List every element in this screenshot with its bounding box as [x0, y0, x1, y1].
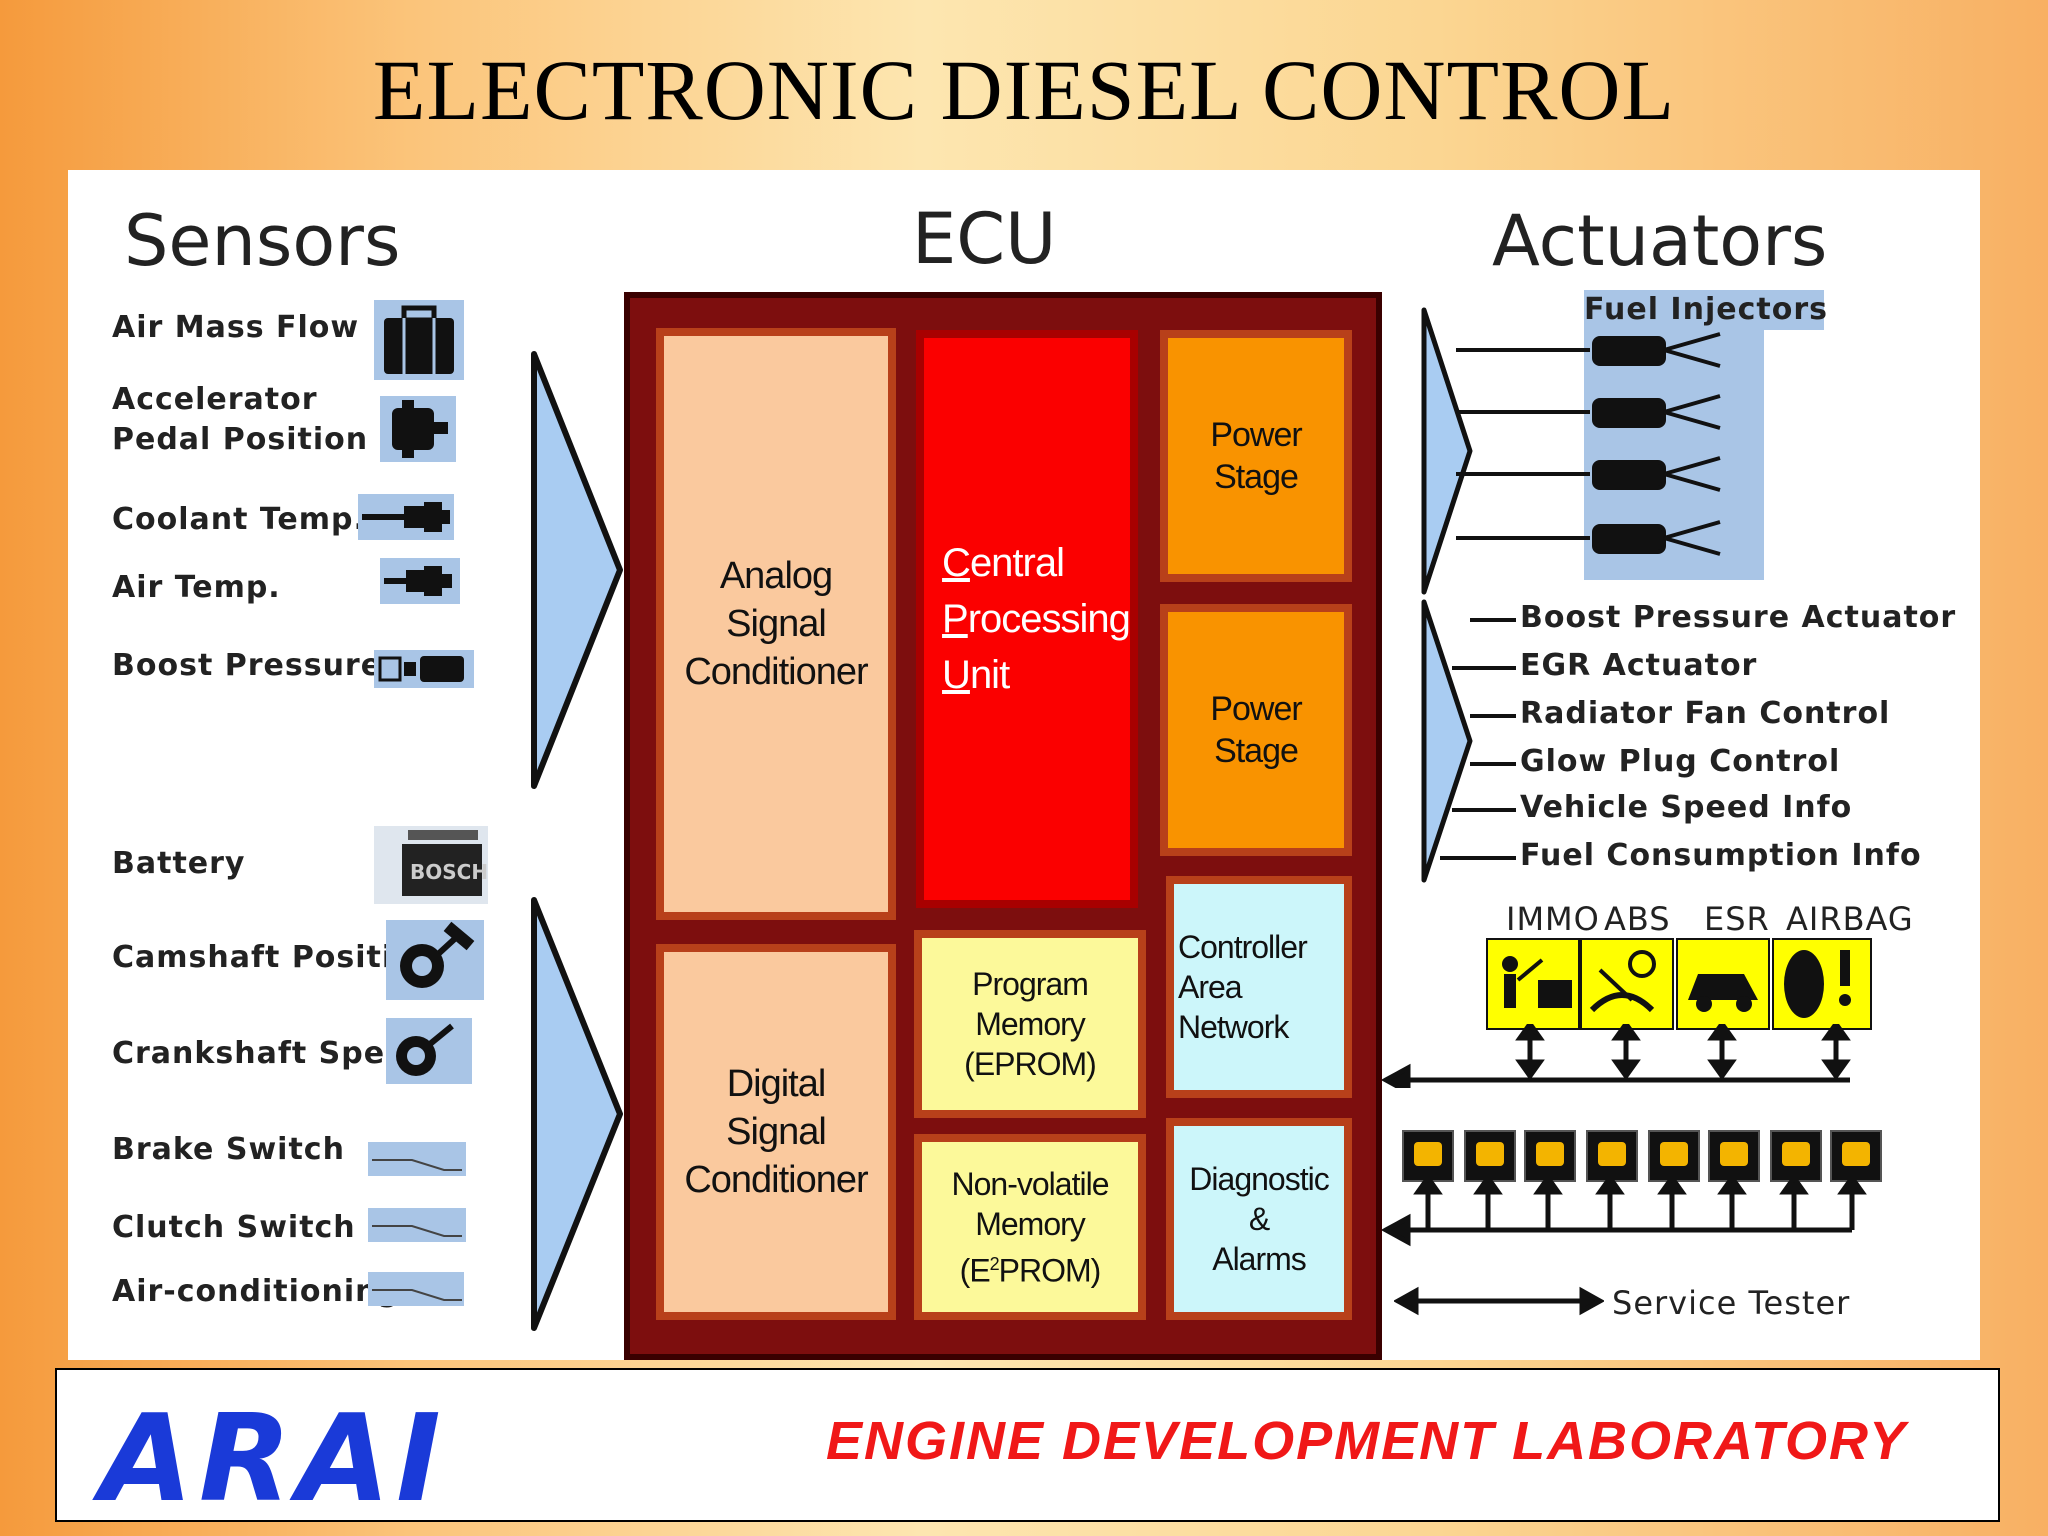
actuator-output-arrow-bottom	[1421, 599, 1473, 883]
service-tester-arrow	[1394, 1286, 1604, 1316]
sensor-boost-pressure: Boost Pressure	[112, 648, 383, 683]
air-conditioning-switch-icon	[368, 1272, 464, 1306]
fuel-warning-icon	[1586, 1130, 1638, 1182]
sensor-brake-switch: Brake Switch	[112, 1132, 345, 1167]
sensor-pedal-position: Pedal Position	[112, 422, 369, 457]
airbag-icon	[1772, 938, 1872, 1030]
sensor-input-arrow-top	[531, 351, 623, 789]
battery-icon: BOSCH	[374, 826, 488, 904]
immo-label: IMMO	[1506, 900, 1600, 938]
arai-logo: ARAI	[100, 1390, 447, 1529]
battery-warning-icon	[1402, 1130, 1454, 1182]
sensor-input-arrow-bottom	[531, 897, 623, 1331]
fuel-injector-icons	[1456, 332, 1721, 556]
crankshaft-gear-icon	[386, 1018, 472, 1084]
fuel-injectors-label: Fuel Injectors	[1584, 292, 1828, 327]
coolant-warning-icon	[1648, 1130, 1700, 1182]
camshaft-gear-icon	[386, 920, 484, 1000]
seatbelt-warning-icon	[1770, 1130, 1822, 1182]
battery-brand-label: BOSCH	[410, 860, 489, 884]
abs-icon	[1580, 938, 1674, 1030]
egr-actuator-label: EGR Actuator	[1520, 648, 1758, 683]
slide-title: ELECTRONIC DIESEL CONTROL	[372, 42, 1676, 138]
sensor-air-conditioning: Air-conditioning	[112, 1274, 400, 1309]
boost-pressure-actuator-label: Boost Pressure Actuator	[1520, 600, 1957, 635]
lab-name: ENGINE DEVELOPMENT LABORATORY	[826, 1411, 1908, 1471]
vehicle-speed-info-label: Vehicle Speed Info	[1520, 790, 1853, 825]
footer-bar	[55, 1368, 2000, 1522]
sensor-accelerator: Accelerator	[112, 382, 318, 417]
sensor-air-temp: Air Temp.	[112, 570, 281, 605]
central-processing-unit: Central Processing Unit	[916, 330, 1138, 908]
radiator-fan-control-label: Radiator Fan Control	[1520, 696, 1891, 731]
air-mass-flow-icon	[374, 300, 464, 380]
abs-label: ABS	[1604, 900, 1671, 938]
airbag-label: AIRBAG	[1786, 900, 1914, 938]
accelerator-pedal-icon	[380, 396, 456, 462]
diagnostic-bus-arrows	[1382, 1178, 1867, 1247]
oil-warning-icon	[1830, 1130, 1882, 1182]
esr-icon	[1676, 938, 1770, 1030]
fuel-injectors-tag	[1584, 290, 1824, 330]
sensor-clutch-switch: Clutch Switch	[112, 1210, 356, 1245]
actuator-list-lines	[1440, 618, 1516, 860]
can-bus-arrows	[1382, 1024, 1851, 1088]
esr-label: ESR	[1704, 900, 1770, 938]
defrost-warning-icon	[1708, 1130, 1760, 1182]
sensor-battery: Battery	[112, 846, 246, 881]
fuel-consumption-info-label: Fuel Consumption Info	[1520, 838, 1922, 873]
diagnostic-alarms: Diagnostic&Alarms	[1166, 1118, 1352, 1320]
immo-icon	[1486, 938, 1580, 1030]
actuator-output-arrow-top	[1421, 307, 1473, 595]
air-temp-icon	[380, 558, 460, 604]
sensor-air-mass-flow: Air Mass Flow	[112, 310, 360, 345]
sensors-header: Sensors	[124, 200, 401, 282]
sensor-camshaft-position: Camshaft Positio	[112, 940, 415, 975]
ecu-header: ECU	[912, 198, 1057, 280]
brake-switch-icon	[368, 1142, 466, 1176]
boost-pressure-icon	[374, 650, 474, 688]
service-tester-label: Service Tester	[1612, 1284, 1851, 1322]
coolant-temp-icon	[358, 494, 454, 540]
clutch-switch-icon	[368, 1208, 466, 1242]
indicator-warning-icon	[1464, 1130, 1516, 1182]
sensor-crankshaft-speed: Crankshaft Spee	[112, 1036, 407, 1071]
lamp-warning-icon	[1524, 1130, 1576, 1182]
actuators-header: Actuators	[1492, 200, 1828, 282]
glow-plug-control-label: Glow Plug Control	[1520, 744, 1841, 779]
sensor-coolant-temp: Coolant Temp.	[112, 502, 366, 537]
